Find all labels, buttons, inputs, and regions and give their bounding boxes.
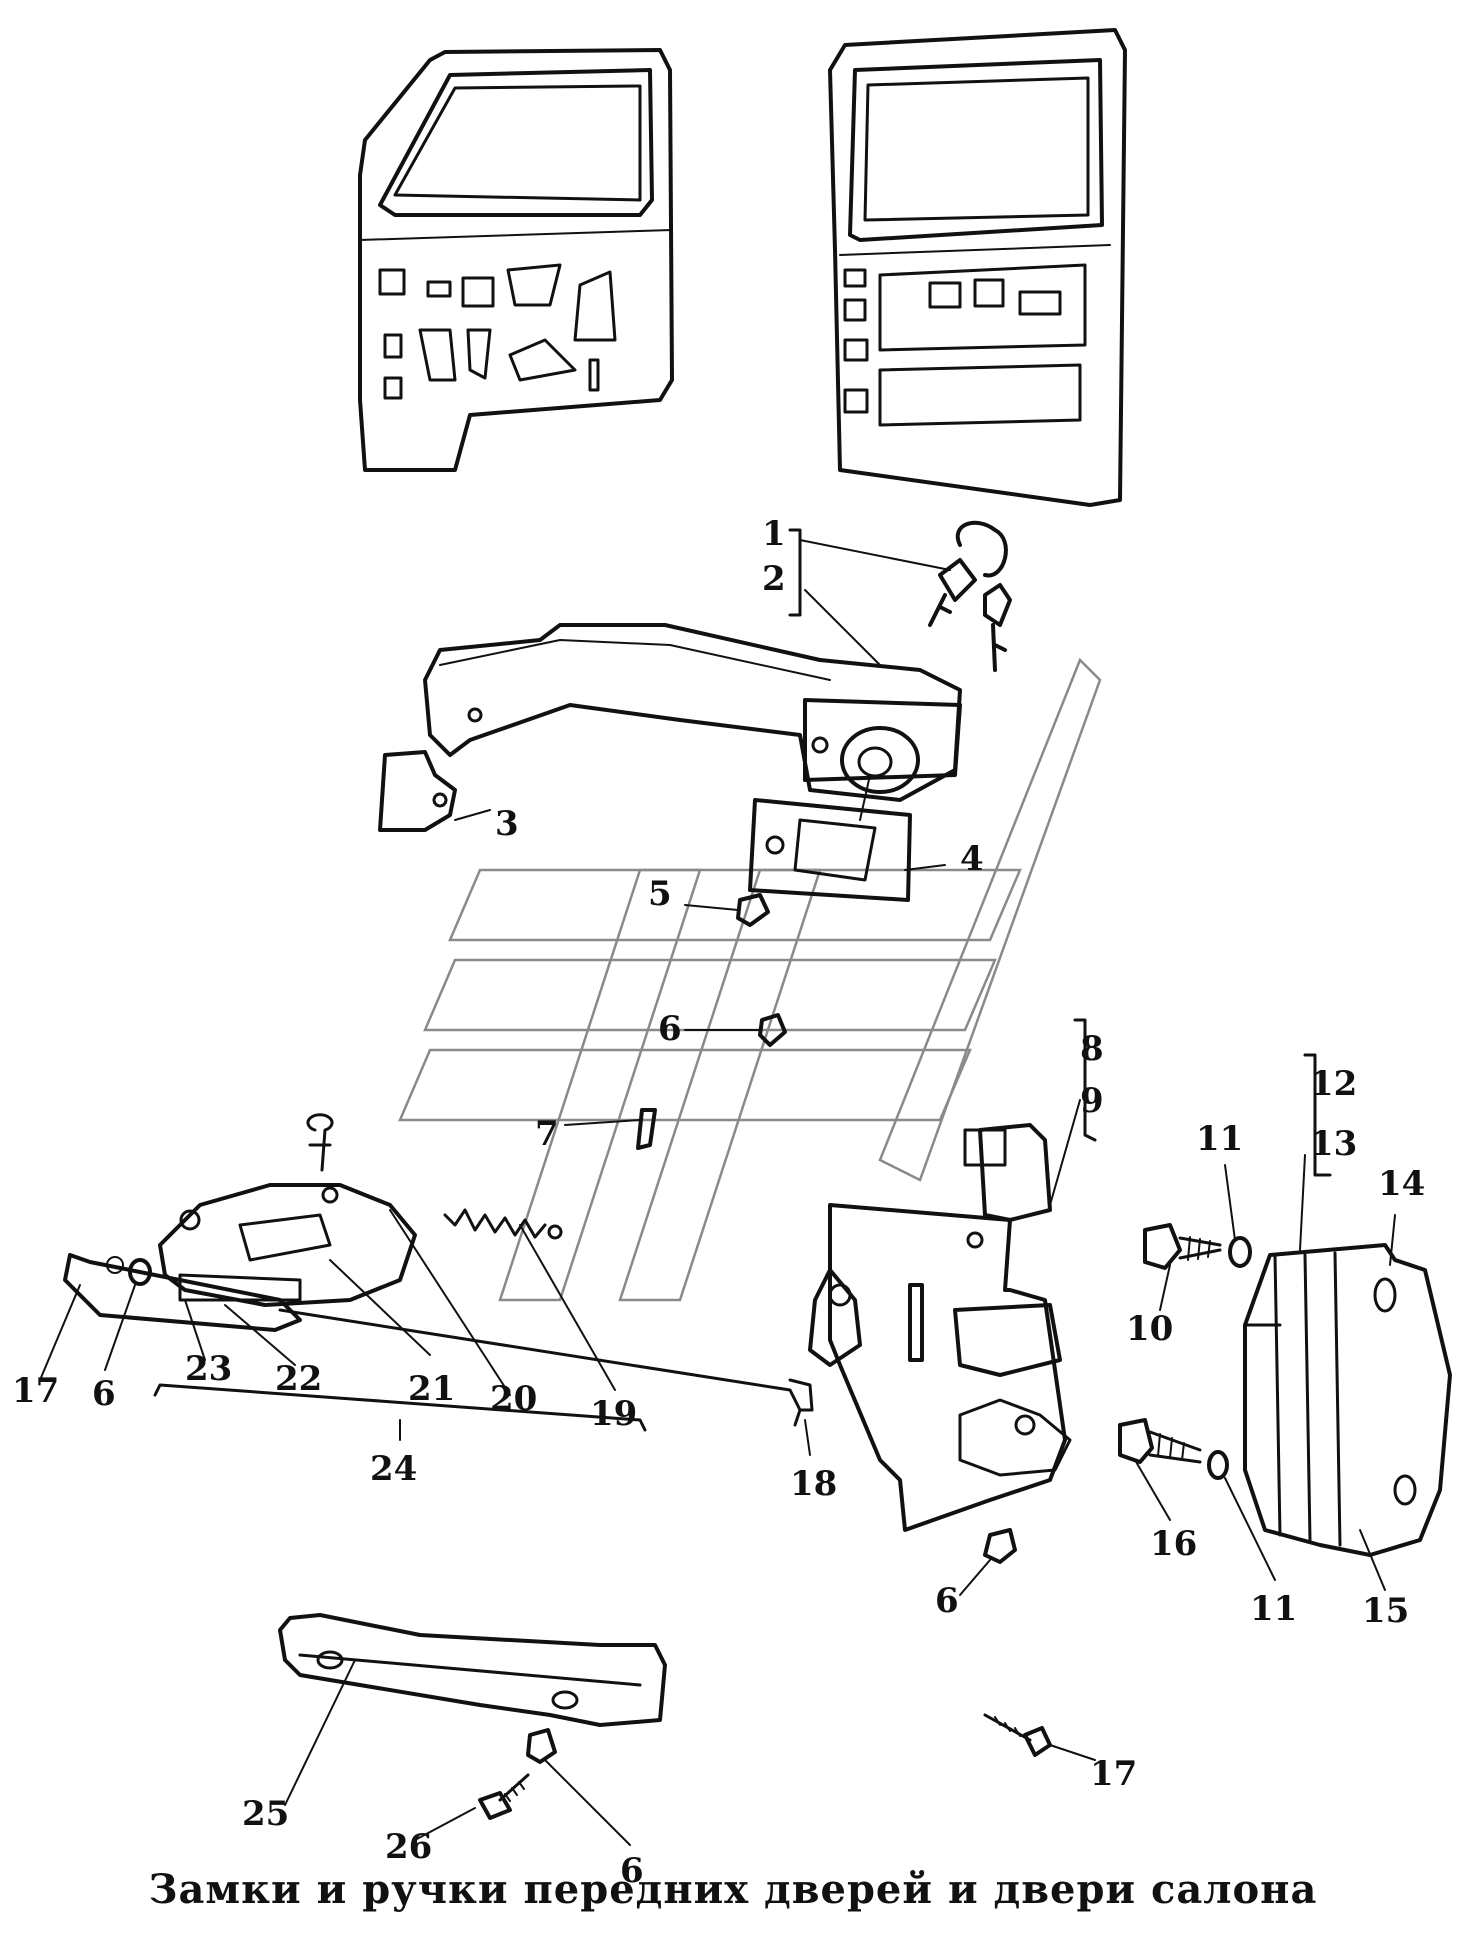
spring-19 — [443, 1208, 563, 1240]
callout-11-b: 11 — [1250, 1589, 1297, 1629]
callout-25: 25 — [242, 1794, 289, 1834]
inner-handle-mechanism — [63, 1113, 417, 1332]
callout-19: 19 — [590, 1394, 637, 1434]
rod-18 — [278, 1308, 814, 1427]
keys — [928, 520, 1012, 672]
callout-5: 5 — [648, 874, 672, 914]
callout-15: 15 — [1362, 1591, 1409, 1631]
callout-10: 10 — [1126, 1309, 1173, 1349]
callout-21: 21 — [408, 1369, 455, 1409]
callout-20: 20 — [490, 1379, 537, 1419]
nut-6-top — [758, 1013, 787, 1047]
callout-23: 23 — [185, 1349, 232, 1389]
watermark-logo — [398, 657, 1102, 1302]
callout-6-a: 6 — [658, 1009, 682, 1049]
striker-plate — [1243, 1243, 1452, 1557]
nut-6-bottom — [526, 1728, 557, 1764]
callout-18: 18 — [790, 1464, 837, 1504]
callout-9: 9 — [1080, 1081, 1104, 1121]
nut-5 — [736, 893, 770, 927]
leader-lines — [39, 528, 1396, 1846]
callout-8: 8 — [1080, 1029, 1104, 1069]
bolt-10 — [1143, 1223, 1222, 1270]
left-door-panel — [358, 48, 674, 472]
callout-17-a: 17 — [12, 1371, 59, 1411]
callout-11-a: 11 — [1196, 1119, 1243, 1159]
callout-14: 14 — [1378, 1164, 1425, 1204]
callouts: 1 2 3 4 5 6 7 8 9 10 11 11 12 13 14 15 1… — [12, 514, 1425, 1891]
inside-grip-25 — [278, 1613, 667, 1727]
callout-12: 12 — [1310, 1064, 1357, 1104]
callout-16: 16 — [1150, 1524, 1197, 1564]
nut-6-left — [106, 1256, 152, 1286]
nut-6-lock — [983, 1528, 1017, 1564]
screw-26 — [478, 1773, 530, 1820]
callout-4: 4 — [960, 839, 984, 879]
callout-17-b: 17 — [1090, 1754, 1137, 1794]
screw-17-bottom — [983, 1713, 1052, 1757]
lock-body — [808, 1123, 1072, 1532]
callout-2: 2 — [762, 559, 786, 599]
callout-1: 1 — [762, 514, 786, 554]
plate-3 — [378, 750, 457, 832]
callout-22: 22 — [275, 1359, 322, 1399]
callout-13: 13 — [1310, 1124, 1357, 1164]
callout-24: 24 — [370, 1449, 417, 1489]
diagram-caption: Замки и ручки передних дверей и двери са… — [148, 1866, 1318, 1913]
washer-11-lower — [1207, 1450, 1229, 1480]
callout-3: 3 — [495, 804, 519, 844]
washer-11-upper — [1228, 1236, 1252, 1268]
callout-26: 26 — [385, 1827, 432, 1867]
gasket-4 — [748, 798, 912, 902]
clip-7 — [636, 1108, 657, 1150]
bolt-16 — [1118, 1418, 1202, 1464]
outer-handle — [423, 623, 962, 821]
callout-7: 7 — [535, 1114, 559, 1154]
callout-6-b: 6 — [92, 1374, 116, 1414]
right-door-panel — [828, 28, 1127, 507]
callout-6-c: 6 — [935, 1581, 959, 1621]
callout-6-d: 6 — [620, 1851, 644, 1891]
